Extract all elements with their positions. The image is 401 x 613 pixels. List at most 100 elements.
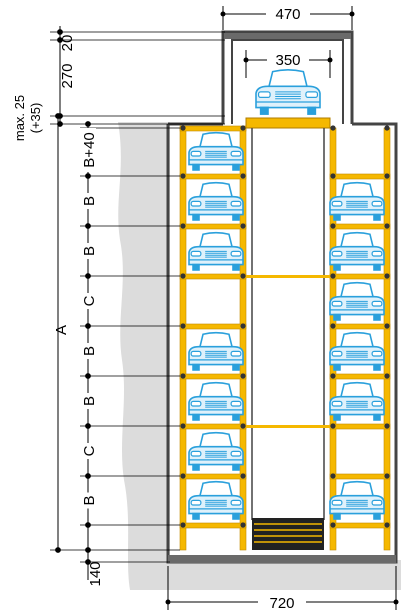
bolt bbox=[180, 522, 186, 528]
car-headlight bbox=[190, 499, 202, 506]
car bbox=[188, 431, 244, 471]
dim-bottom-width-label: 720 bbox=[269, 595, 294, 612]
car-headlight bbox=[230, 450, 242, 457]
car-headlight bbox=[371, 350, 383, 357]
bolt bbox=[180, 373, 186, 379]
bolt bbox=[330, 423, 336, 429]
bolt bbox=[180, 273, 186, 279]
dim-dot bbox=[55, 547, 61, 553]
rack-post bbox=[329, 127, 337, 551]
level-label: B+40 bbox=[81, 132, 98, 167]
dim-overall-label: A bbox=[53, 325, 70, 335]
dim-max-label-2: (+35) bbox=[28, 103, 43, 134]
rack-beam-right bbox=[329, 473, 391, 480]
car bbox=[188, 381, 244, 421]
bolt bbox=[384, 473, 390, 479]
rack-beam-left bbox=[179, 423, 247, 430]
car-headlight bbox=[371, 250, 383, 257]
car-headlight bbox=[230, 350, 242, 357]
level-label-bg bbox=[80, 128, 96, 172]
bolt bbox=[384, 125, 390, 131]
dim-dot bbox=[85, 473, 91, 479]
car-wheel bbox=[373, 413, 381, 421]
dim-dot bbox=[85, 373, 91, 379]
dim-dot bbox=[85, 423, 91, 429]
car-headlight bbox=[257, 91, 271, 99]
level-label-bg bbox=[80, 443, 96, 459]
car-wheel bbox=[259, 106, 269, 115]
rack-beam-right bbox=[329, 323, 391, 330]
car bbox=[188, 480, 244, 520]
car-cabin bbox=[198, 480, 234, 498]
bolt bbox=[240, 373, 246, 379]
bolt bbox=[330, 223, 336, 229]
dim-max-label-1: max. 25 bbox=[12, 95, 27, 141]
car-wheel bbox=[192, 263, 200, 271]
rack-beam-left bbox=[179, 323, 247, 330]
car bbox=[329, 381, 385, 421]
car-wheel bbox=[333, 213, 341, 221]
car-headlight bbox=[331, 300, 343, 307]
car-headlight bbox=[230, 499, 242, 506]
rack-beam-right bbox=[329, 173, 391, 180]
car-cabin bbox=[198, 131, 234, 149]
car bbox=[329, 231, 385, 271]
car bbox=[188, 181, 244, 221]
level-label: C bbox=[81, 295, 98, 306]
car-wheel bbox=[373, 263, 381, 271]
car-wheel bbox=[333, 512, 341, 520]
car-headlight bbox=[331, 350, 343, 357]
dimension-lines bbox=[50, 26, 225, 580]
bolt bbox=[180, 473, 186, 479]
car-cabin bbox=[198, 431, 234, 449]
ground-left bbox=[118, 122, 170, 590]
car-wheel bbox=[333, 363, 341, 371]
lift-platform-bottom bbox=[252, 518, 324, 550]
car-wheel bbox=[232, 363, 240, 371]
car-cabin bbox=[339, 281, 375, 299]
car-headlight bbox=[371, 200, 383, 207]
dim-dot bbox=[85, 223, 91, 229]
dim-bottom-pit-label: 140 bbox=[87, 561, 104, 586]
dim-dot bbox=[85, 522, 91, 528]
bolt bbox=[180, 125, 186, 131]
car-wheel bbox=[192, 463, 200, 471]
car-wheel bbox=[232, 413, 240, 421]
dim-lift-width: 350 bbox=[243, 50, 333, 78]
dim-top-width-label: 470 bbox=[275, 6, 300, 23]
car-cabin bbox=[198, 381, 234, 399]
level-label-bg bbox=[80, 243, 96, 259]
bolt bbox=[384, 273, 390, 279]
car-wheel bbox=[232, 463, 240, 471]
car-cabin bbox=[339, 480, 375, 498]
level-label-bg bbox=[80, 393, 96, 409]
bolt bbox=[330, 173, 336, 179]
car bbox=[188, 231, 244, 271]
dim-lift-width-label: 350 bbox=[275, 52, 300, 69]
dim-dot bbox=[57, 29, 63, 35]
car-headlight bbox=[331, 200, 343, 207]
bolt bbox=[384, 373, 390, 379]
car-headlight bbox=[230, 250, 242, 257]
car-wheel bbox=[192, 512, 200, 520]
car-headlight bbox=[331, 499, 343, 506]
rack-beam-right bbox=[329, 223, 391, 230]
bolt bbox=[180, 173, 186, 179]
car-headlight bbox=[190, 200, 202, 207]
bolt bbox=[240, 323, 246, 329]
dim-top-width: 470 bbox=[220, 4, 355, 30]
rack-beam-right bbox=[329, 423, 391, 430]
car-headlight bbox=[371, 499, 383, 506]
car-wheel bbox=[192, 413, 200, 421]
car bbox=[329, 181, 385, 221]
dim-lift-height-label: 270 bbox=[59, 63, 76, 88]
car-cabin bbox=[339, 331, 375, 349]
car-wheel bbox=[232, 512, 240, 520]
bolt bbox=[240, 125, 246, 131]
dim-top-gap-label: 20 bbox=[59, 35, 76, 52]
level-label-bg bbox=[80, 293, 96, 309]
level-label-bg bbox=[80, 492, 96, 509]
bolt bbox=[330, 273, 336, 279]
car bbox=[255, 68, 321, 115]
car-wheel bbox=[373, 213, 381, 221]
